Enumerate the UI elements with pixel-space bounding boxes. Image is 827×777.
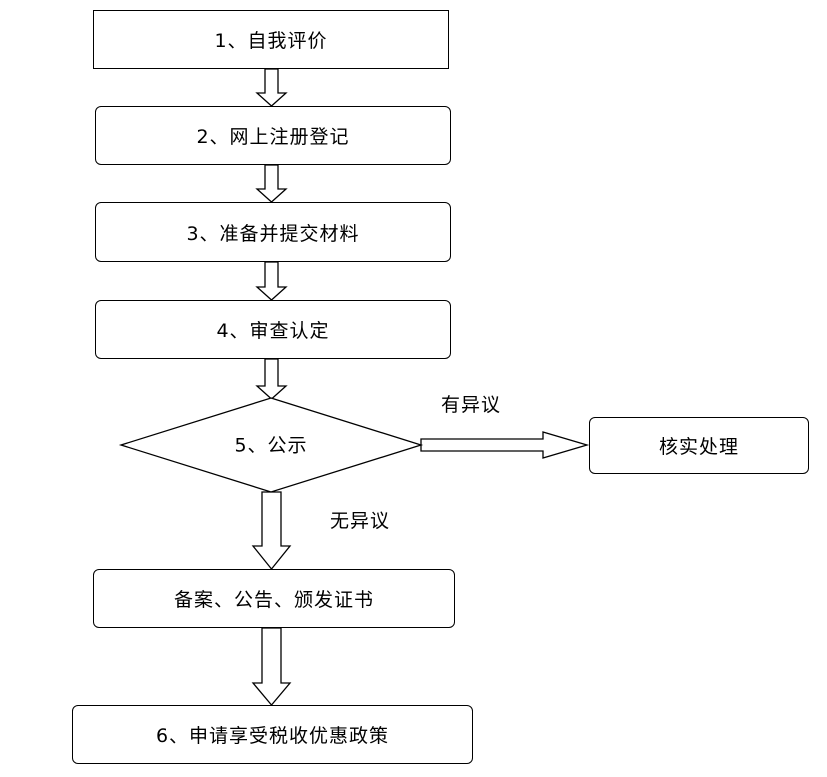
record-box: 备案、公告、颁发证书 — [93, 569, 455, 628]
step6-box: 6、申请享受税收优惠政策 — [72, 705, 473, 764]
arrow-step1-to-step2 — [255, 68, 288, 107]
verify-box: 核实处理 — [589, 417, 809, 474]
record-label: 备案、公告、颁发证书 — [173, 589, 374, 611]
verify-label: 核实处理 — [658, 436, 739, 458]
arrow-step5-to-record — [251, 491, 292, 571]
step3-label: 3、准备并提交材料 — [186, 222, 360, 245]
step1-label: 1、自我评价 — [214, 30, 328, 52]
arrow-step2-to-step3 — [255, 164, 288, 203]
step6-label: 6、申请享受税收优惠政策 — [155, 725, 390, 747]
step4-box: 4、审查认定 — [95, 300, 451, 359]
arrow-record-to-step6 — [251, 627, 292, 707]
objection-label: 有异议 — [441, 394, 502, 416]
arrow-step5-to-verify — [420, 431, 590, 459]
no-objection-label: 无异议 — [330, 510, 391, 532]
step2-box: 2、网上注册登记 — [95, 106, 451, 165]
step4-label: 4、审查认定 — [216, 320, 330, 342]
step2-label: 2、网上注册登记 — [196, 126, 350, 148]
step5-label: 5、公示 — [234, 434, 308, 457]
step1-box: 1、自我评价 — [93, 10, 449, 69]
step3-box: 3、准备并提交材料 — [95, 202, 451, 262]
step5-diamond — [118, 397, 424, 493]
arrow-step4-to-step5 — [255, 358, 288, 400]
arrow-step3-to-step4 — [255, 261, 288, 301]
